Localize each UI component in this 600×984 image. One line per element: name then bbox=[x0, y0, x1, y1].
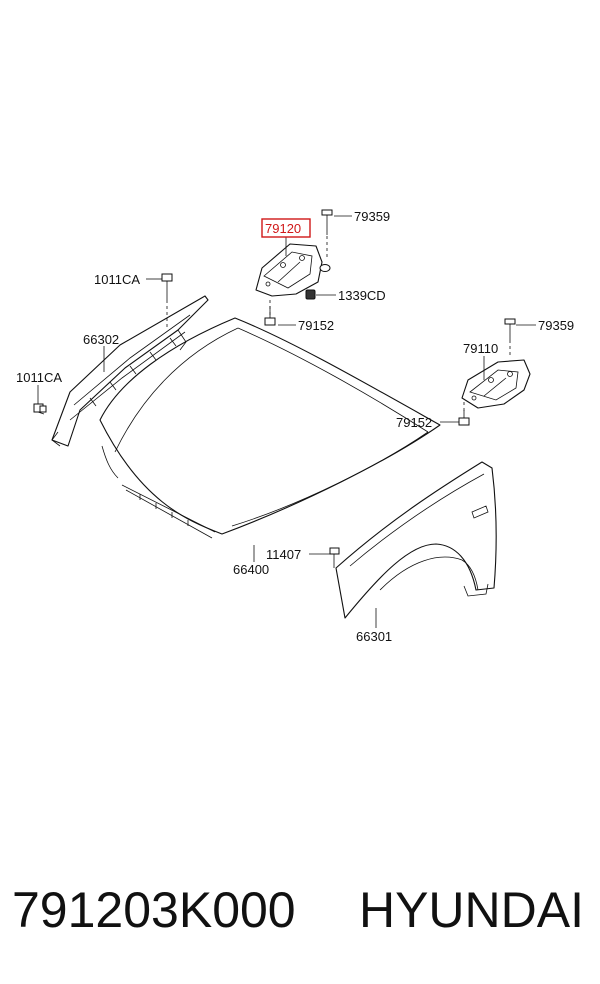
bolt-79359-right-icon bbox=[504, 318, 516, 358]
bolt-79359-top-icon bbox=[319, 209, 333, 272]
bolt-79152-right-icon bbox=[458, 402, 470, 426]
label-nut-left[interactable]: 1339CD bbox=[338, 288, 386, 303]
hinge-right[interactable] bbox=[461, 359, 531, 409]
label-hinge-left[interactable]: 79120 bbox=[265, 221, 301, 236]
label-bolt-top-center[interactable]: 79359 bbox=[354, 209, 390, 224]
highlight-box bbox=[261, 218, 311, 238]
label-bolt-right-lower[interactable]: 79152 bbox=[396, 415, 432, 430]
hinge-left[interactable] bbox=[255, 243, 323, 297]
label-bolt-fender[interactable]: 11407 bbox=[266, 547, 301, 562]
parts-diagram: 79120 79359 1339CD 79152 1011CA 66302 10… bbox=[16, 209, 574, 644]
label-bolt-left-lower[interactable]: 79152 bbox=[298, 318, 334, 333]
bolt-11407-icon bbox=[329, 547, 340, 568]
part-number-caption: 791203K000 bbox=[12, 882, 296, 938]
label-fender[interactable]: 66301 bbox=[356, 629, 392, 644]
nut-1339cd-icon bbox=[305, 289, 316, 300]
label-hood[interactable]: 66400 bbox=[233, 562, 269, 577]
leader-lines bbox=[37, 215, 536, 628]
fender-panel[interactable] bbox=[335, 461, 497, 619]
hood-panel[interactable] bbox=[99, 317, 441, 539]
brand-caption: HYUNDAI bbox=[358, 882, 584, 938]
label-hinge-right[interactable]: 79110 bbox=[463, 341, 498, 356]
label-stay-left[interactable]: 66302 bbox=[83, 332, 119, 347]
hood-stay-left[interactable] bbox=[51, 295, 209, 447]
bolt-1011ca-top-icon bbox=[161, 273, 173, 330]
bolt-1011ca-side-icon bbox=[33, 403, 47, 415]
bolt-79152-left-icon bbox=[264, 300, 276, 326]
label-bolt-stay-side[interactable]: 1011CA bbox=[16, 370, 62, 385]
label-bolt-top-right[interactable]: 79359 bbox=[538, 318, 574, 333]
label-bolt-stay-top[interactable]: 1011CA bbox=[94, 272, 140, 287]
